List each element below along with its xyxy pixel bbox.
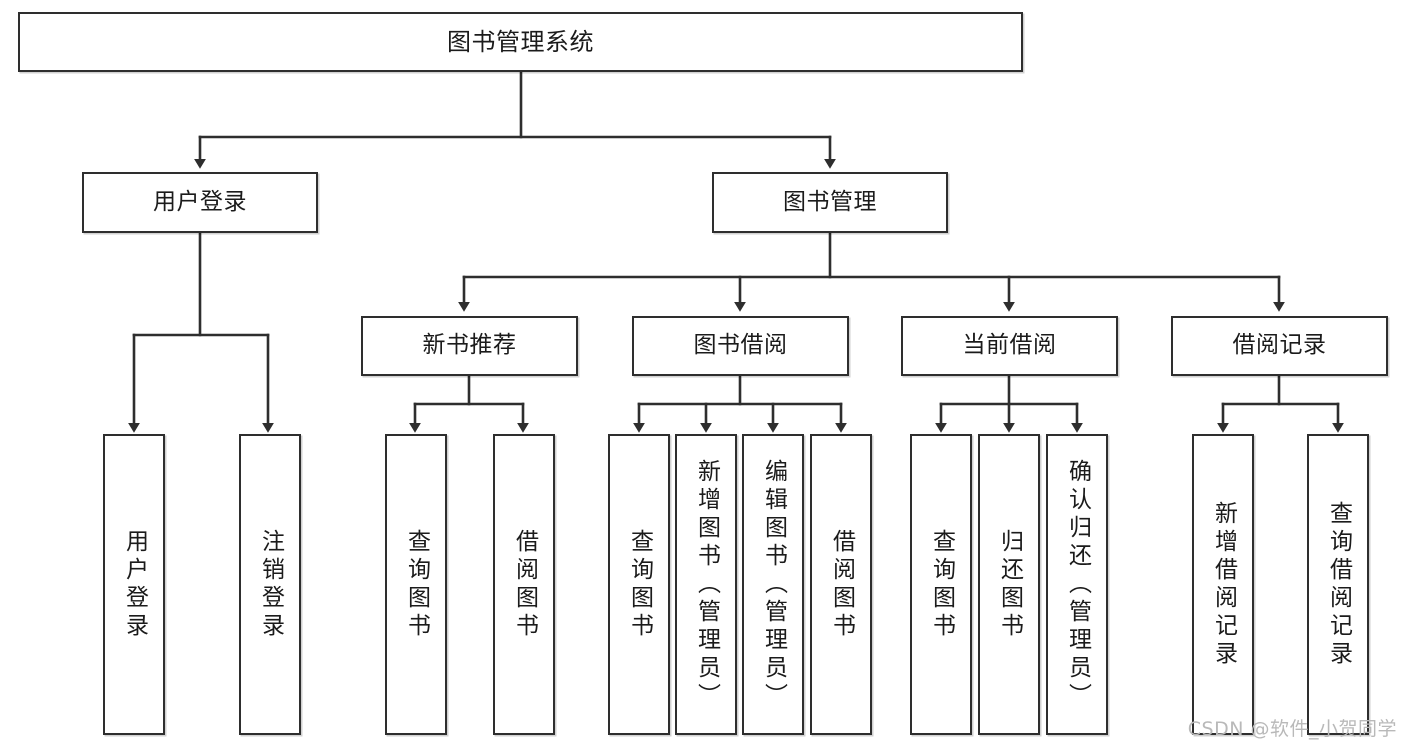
node-leaf-query-record[interactable]: 查询借阅记录	[1307, 434, 1369, 735]
node-new-book-rec-label: 新书推荐	[422, 332, 517, 359]
node-leaf-borrow-book-1-label: 借阅图书	[511, 528, 538, 641]
node-leaf-logout-login[interactable]: 注销登录	[239, 434, 301, 735]
watermark-text: CSDN @软件_小贺同学	[1187, 718, 1397, 740]
node-leaf-user-login-label: 用户登录	[121, 528, 148, 641]
node-leaf-query-book-3[interactable]: 查询图书	[910, 434, 972, 735]
node-leaf-edit-book-label: 编辑图书（管理员）	[760, 458, 787, 711]
node-user-login[interactable]: 用户登录	[82, 172, 318, 233]
node-leaf-add-book-label: 新增图书（管理员）	[693, 458, 720, 711]
node-leaf-query-book-3-label: 查询图书	[928, 528, 955, 641]
node-leaf-return-book-label: 归还图书	[996, 528, 1023, 641]
node-new-book-rec[interactable]: 新书推荐	[361, 316, 578, 376]
node-leaf-query-book-1-label: 查询图书	[403, 528, 430, 641]
node-borrow-record-label: 借阅记录	[1232, 332, 1327, 359]
node-leaf-query-book-2-label: 查询图书	[626, 528, 653, 641]
node-book-borrow[interactable]: 图书借阅	[632, 316, 849, 376]
node-borrow-record[interactable]: 借阅记录	[1171, 316, 1388, 376]
node-leaf-logout-login-label: 注销登录	[257, 528, 284, 641]
node-leaf-query-book-1[interactable]: 查询图书	[385, 434, 447, 735]
node-leaf-return-book[interactable]: 归还图书	[978, 434, 1040, 735]
node-root[interactable]: 图书管理系统	[18, 12, 1023, 72]
node-book-manage-label: 图书管理	[783, 188, 877, 215]
node-root-label: 图书管理系统	[447, 27, 594, 56]
node-leaf-borrow-book-2[interactable]: 借阅图书	[810, 434, 872, 735]
node-book-manage[interactable]: 图书管理	[712, 172, 948, 233]
node-leaf-add-record-label: 新增借阅记录	[1210, 500, 1237, 669]
node-leaf-add-record[interactable]: 新增借阅记录	[1192, 434, 1254, 735]
node-leaf-user-login[interactable]: 用户登录	[103, 434, 165, 735]
node-leaf-edit-book[interactable]: 编辑图书（管理员）	[742, 434, 804, 735]
node-book-borrow-label: 图书借阅	[693, 332, 788, 359]
node-leaf-confirm-return-label: 确认归还（管理员）	[1064, 458, 1091, 711]
node-current-borrow[interactable]: 当前借阅	[901, 316, 1118, 376]
node-leaf-borrow-book-1[interactable]: 借阅图书	[493, 434, 555, 735]
node-leaf-borrow-book-2-label: 借阅图书	[828, 528, 855, 641]
node-leaf-query-book-2[interactable]: 查询图书	[608, 434, 670, 735]
node-leaf-add-book[interactable]: 新增图书（管理员）	[675, 434, 737, 735]
node-current-borrow-label: 当前借阅	[962, 332, 1057, 359]
node-user-login-label: 用户登录	[153, 188, 247, 215]
node-leaf-confirm-return[interactable]: 确认归还（管理员）	[1046, 434, 1108, 735]
node-leaf-query-record-label: 查询借阅记录	[1325, 500, 1352, 669]
